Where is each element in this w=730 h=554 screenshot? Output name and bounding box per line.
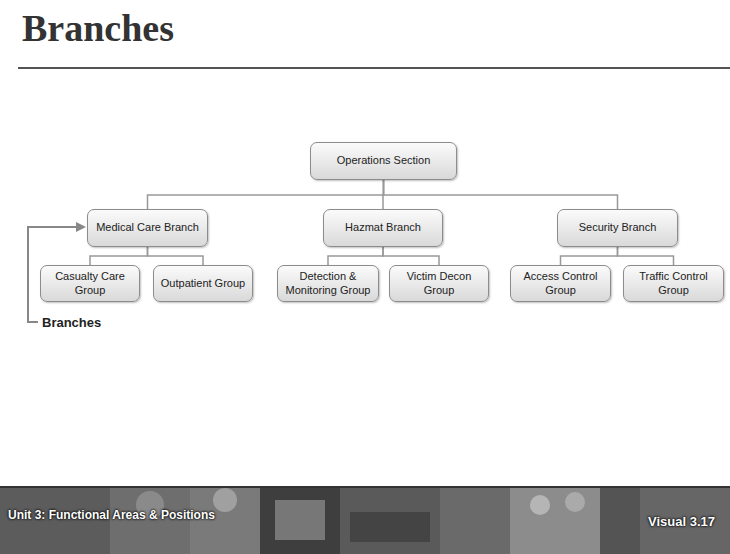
footer-visual-number: Visual 3.17	[648, 514, 715, 529]
callout-arrowhead	[76, 222, 86, 232]
group-box: Detection & Monitoring Group	[277, 265, 379, 302]
node-text: Traffic Control Group	[628, 270, 719, 296]
node-text: Outpatient Group	[161, 277, 245, 290]
node-text: Access Control Group	[515, 270, 606, 296]
section-box: Operations Section	[310, 142, 457, 180]
node-text: Hazmat Branch	[345, 221, 421, 234]
group-box: Access Control Group	[510, 265, 611, 302]
group-box: Casualty Care Group	[40, 265, 140, 302]
callout-label: Branches	[42, 315, 101, 330]
footer-unit-label: Unit 3: Functional Areas & Positions	[8, 508, 215, 522]
org-connector	[148, 247, 204, 265]
footer-photo-strip	[0, 486, 730, 554]
org-connector	[618, 247, 674, 265]
branch-box: Hazmat Branch	[323, 209, 443, 247]
node-text: Detection & Monitoring Group	[282, 270, 374, 296]
title-rule	[18, 67, 730, 69]
branch-box: Security Branch	[557, 209, 678, 247]
org-connector	[90, 247, 148, 265]
group-box: Outpatient Group	[153, 265, 253, 302]
node-text: Operations Section	[337, 154, 431, 167]
org-connector	[383, 247, 439, 265]
org-connector	[384, 180, 618, 209]
node-text: Victim Decon Group	[394, 270, 484, 296]
group-box: Traffic Control Group	[623, 265, 724, 302]
group-box: Victim Decon Group	[389, 265, 489, 302]
node-text: Security Branch	[579, 221, 657, 234]
branch-box: Medical Care Branch	[87, 209, 208, 247]
org-connector	[328, 247, 383, 265]
node-text: Medical Care Branch	[96, 221, 199, 234]
org-connector	[148, 180, 384, 209]
org-connector	[561, 247, 618, 265]
slide-title: Branches	[22, 6, 174, 50]
node-text: Casualty Care Group	[45, 270, 135, 296]
